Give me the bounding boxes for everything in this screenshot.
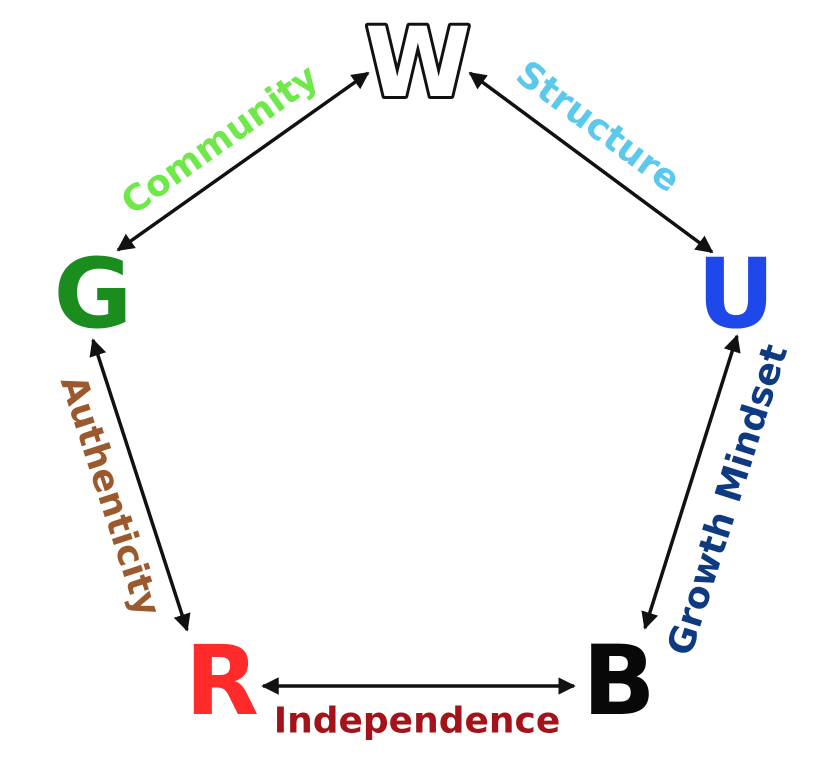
node-r: R [185,625,259,737]
edge-growth-mindset-arrow [641,334,741,630]
edge-structure-arrow [468,71,714,254]
edge-label-growth-mindset: Growth Mindset [660,340,796,661]
node-b: B [582,625,655,737]
node-u: U [697,238,775,350]
edge-label-community: Community [114,57,326,224]
edge-label-authenticity: Authenticity [52,371,168,622]
edge-label-independence: Independence [274,701,561,742]
edge-label-structure: Structure [508,53,687,201]
edge-authenticity-arrow [89,338,191,632]
node-w: W [365,7,471,119]
node-g: G [54,238,133,350]
edge-community-arrow [116,71,370,252]
